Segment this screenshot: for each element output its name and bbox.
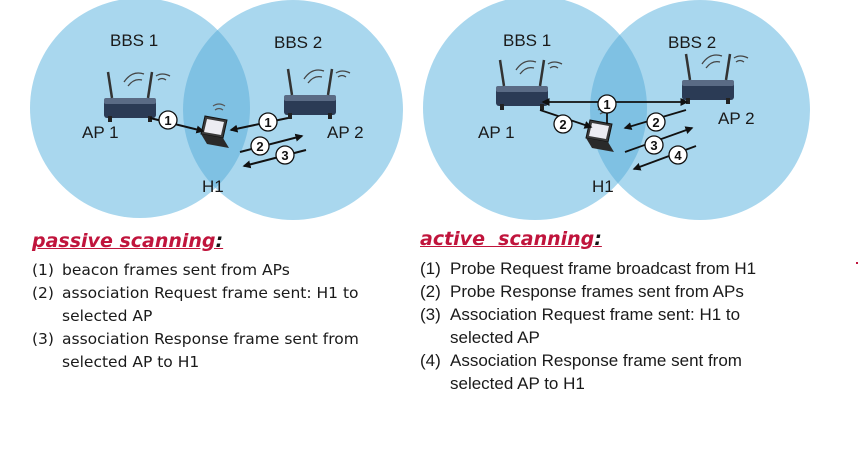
active-step: (2)Probe Response frames sent from APs <box>420 282 744 301</box>
stray-mark <box>856 262 858 264</box>
active-step: (1)Probe Request frame broadcast from H1 <box>420 259 757 278</box>
bss1-label: BBS 1 <box>503 31 551 50</box>
bss2-label: BBS 2 <box>668 33 716 52</box>
step-marker-2: 2 <box>559 117 566 132</box>
ap1-label: AP 1 <box>82 123 119 142</box>
step-marker-4: 4 <box>674 148 682 163</box>
active-diagram: BBS 1 BBS 2 AP 1 AP 2 H1 1 2 2 3 4 <box>423 0 810 220</box>
active-step: (4)Association Response frame sent from … <box>420 351 742 393</box>
step-marker-1: 1 <box>264 115 271 130</box>
passive-scanning-heading: passive scanning: <box>32 230 224 252</box>
passive-steps-list: (1)beacon frames sent from APs (2)associ… <box>32 259 392 374</box>
network-diagram: BBS 1 BBS 2 AP 1 AP 2 H1 1 1 2 3 BBS 1 B… <box>30 0 810 220</box>
passive-step: (2)association Request frame sent: H1 to… <box>32 284 359 325</box>
passive-step: (3)association Response frame sent from … <box>32 330 359 371</box>
h1-label: H1 <box>592 177 614 196</box>
bss1-label: BBS 1 <box>110 31 158 50</box>
bss1-coverage <box>423 0 647 220</box>
assoc-request-arrow <box>239 133 304 153</box>
active-scanning-heading: active scanning: <box>420 228 602 250</box>
step-marker-2: 2 <box>652 115 659 130</box>
ap2-label: AP 2 <box>718 109 755 128</box>
active-step: (3)Association Request frame sent: H1 to… <box>420 305 741 347</box>
passive-step: (1)beacon frames sent from APs <box>32 261 290 279</box>
step-marker-1: 1 <box>164 113 171 128</box>
active-steps-list: (1)Probe Request frame broadcast from H1… <box>420 257 800 395</box>
h1-label: H1 <box>202 177 224 196</box>
passive-diagram: BBS 1 BBS 2 AP 1 AP 2 H1 1 1 2 3 <box>30 0 403 220</box>
bss2-label: BBS 2 <box>274 33 322 52</box>
step-marker-3: 3 <box>650 138 657 153</box>
step-marker-1: 1 <box>603 97 610 112</box>
step-marker-3: 3 <box>281 148 288 163</box>
ap1-label: AP 1 <box>478 123 515 142</box>
step-marker-2: 2 <box>256 139 263 154</box>
assoc-response-arrow <box>242 149 307 169</box>
ap2-label: AP 2 <box>327 123 364 142</box>
